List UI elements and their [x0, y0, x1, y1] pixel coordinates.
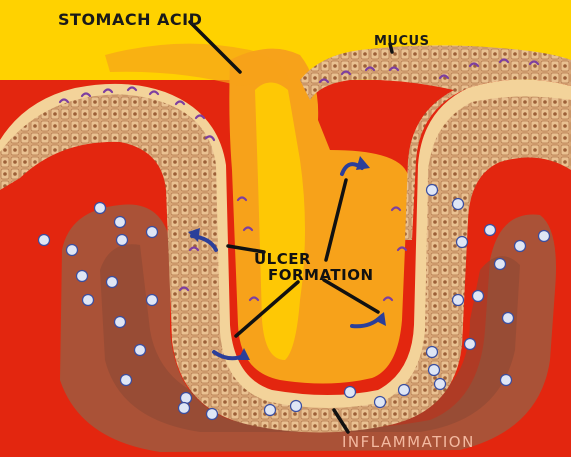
label-inflammation: INFLAMMATION [342, 433, 475, 451]
label-mucus: MUCUS [374, 34, 429, 49]
label-formation: FORMATION [268, 266, 374, 284]
label-stomach-acid: STOMACH ACID [58, 10, 202, 29]
